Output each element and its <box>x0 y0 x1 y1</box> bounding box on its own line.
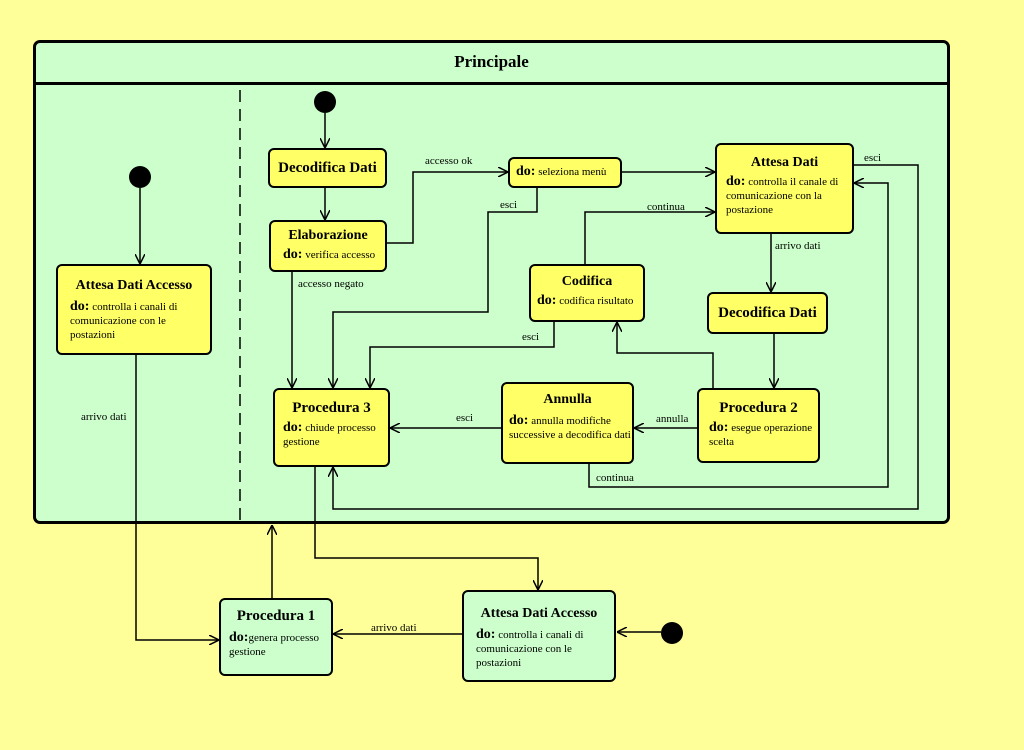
transition-continua-top <box>584 212 715 264</box>
state-title: Decodifica Dati <box>278 160 377 176</box>
state-activity: controlla il canale di comunicazione con… <box>726 176 839 216</box>
state-activity: verifica accesso <box>305 249 376 261</box>
do-label: do: <box>516 164 536 179</box>
label-arrivo-dati-left: arrivo dati <box>81 411 127 423</box>
initial-pseudostate-bottom <box>661 622 683 644</box>
label-continua-bottom: continua <box>596 472 634 484</box>
state-activity: genera processo gestione <box>229 632 320 658</box>
state-activity: annulla modifiche successive a decodific… <box>509 415 631 441</box>
transition-continua-bottom <box>588 183 889 488</box>
label-esci-menu: esci <box>500 199 518 211</box>
initial-pseudostate-main <box>314 91 336 113</box>
state-seleziona-menu[interactable]: do: seleziona menù <box>508 157 622 188</box>
transition-accesso-ok <box>387 172 508 244</box>
transition-esci-attesa <box>333 164 919 510</box>
do-label: do: <box>283 420 303 435</box>
state-title: Attesa Dati Accesso <box>75 278 193 293</box>
state-title: Procedura 1 <box>236 608 316 624</box>
state-procedura-2[interactable]: Procedura 2 do: esegue operazione scelta <box>697 388 820 463</box>
state-title: Elaborazione <box>288 228 368 243</box>
state-title: Annulla <box>543 392 592 407</box>
state-title: Attesa Dati <box>750 155 819 170</box>
label-esci-attesa: esci <box>864 152 882 164</box>
state-activity: controlla i canali di comunicazione con … <box>476 629 584 669</box>
state-title: Procedura 3 <box>292 400 371 416</box>
transition-arrivo-dati-left <box>135 354 219 640</box>
transition-procedura3-attesa-accesso <box>314 467 538 590</box>
state-annulla[interactable]: Annulla do: annulla modifiche successive… <box>501 382 634 464</box>
state-attesa-dati-accesso-outer[interactable]: Attesa Dati Accesso do: controlla i cana… <box>462 590 616 682</box>
state-activity: chiude processo gestione <box>283 422 376 448</box>
transition-esci-menu <box>333 188 538 388</box>
transition-procedura2-codifica <box>617 322 714 388</box>
do-label: do: <box>726 174 746 189</box>
do-label: do: <box>709 420 729 435</box>
label-continua-top: continua <box>647 201 685 213</box>
do-label: do: <box>537 293 557 308</box>
label-esci-codifica: esci <box>522 331 540 343</box>
state-activity: esegue operazione scelta <box>709 422 813 448</box>
label-esci-annulla: esci <box>456 412 474 424</box>
transition-esci-codifica <box>370 322 555 388</box>
do-label: do: <box>509 413 529 428</box>
do-label: do: <box>229 630 249 645</box>
do-label: do: <box>476 627 496 642</box>
state-title: Attesa Dati Accesso <box>480 606 598 621</box>
label-annulla: annulla <box>656 413 689 425</box>
state-title: Procedura 2 <box>719 400 798 416</box>
state-elaborazione[interactable]: Elaborazione do: verifica accesso <box>269 220 387 272</box>
composite-title: Principale <box>36 43 947 85</box>
do-label: do: <box>283 247 303 262</box>
state-attesa-dati[interactable]: Attesa Dati do: controlla il canale di c… <box>715 143 854 234</box>
initial-pseudostate-left <box>129 166 151 188</box>
state-activity: codifica risultato <box>559 295 634 307</box>
label-arrivo-dati-right: arrivo dati <box>775 240 821 252</box>
state-activity: seleziona menù <box>538 166 607 178</box>
state-procedura-1[interactable]: Procedura 1 do:genera processo gestione <box>219 598 333 676</box>
state-codifica[interactable]: Codifica do: codifica risultato <box>529 264 645 322</box>
label-arrivo-dati-bottom: arrivo dati <box>371 622 417 634</box>
state-procedura-3[interactable]: Procedura 3 do: chiude processo gestione <box>273 388 390 467</box>
state-decodifica-dati-1[interactable]: Decodifica Dati <box>268 148 387 188</box>
state-attesa-dati-accesso-inner[interactable]: Attesa Dati Accesso do: controlla i cana… <box>56 264 212 355</box>
do-label: do: <box>70 299 90 314</box>
label-accesso-negato: accesso negato <box>298 278 364 290</box>
state-title: Decodifica Dati <box>718 305 817 321</box>
state-activity: controlla i canali di comunicazione con … <box>70 301 178 341</box>
label-accesso-ok: accesso ok <box>425 155 473 167</box>
state-decodifica-dati-2[interactable]: Decodifica Dati <box>707 292 828 334</box>
state-title: Codifica <box>561 274 613 289</box>
